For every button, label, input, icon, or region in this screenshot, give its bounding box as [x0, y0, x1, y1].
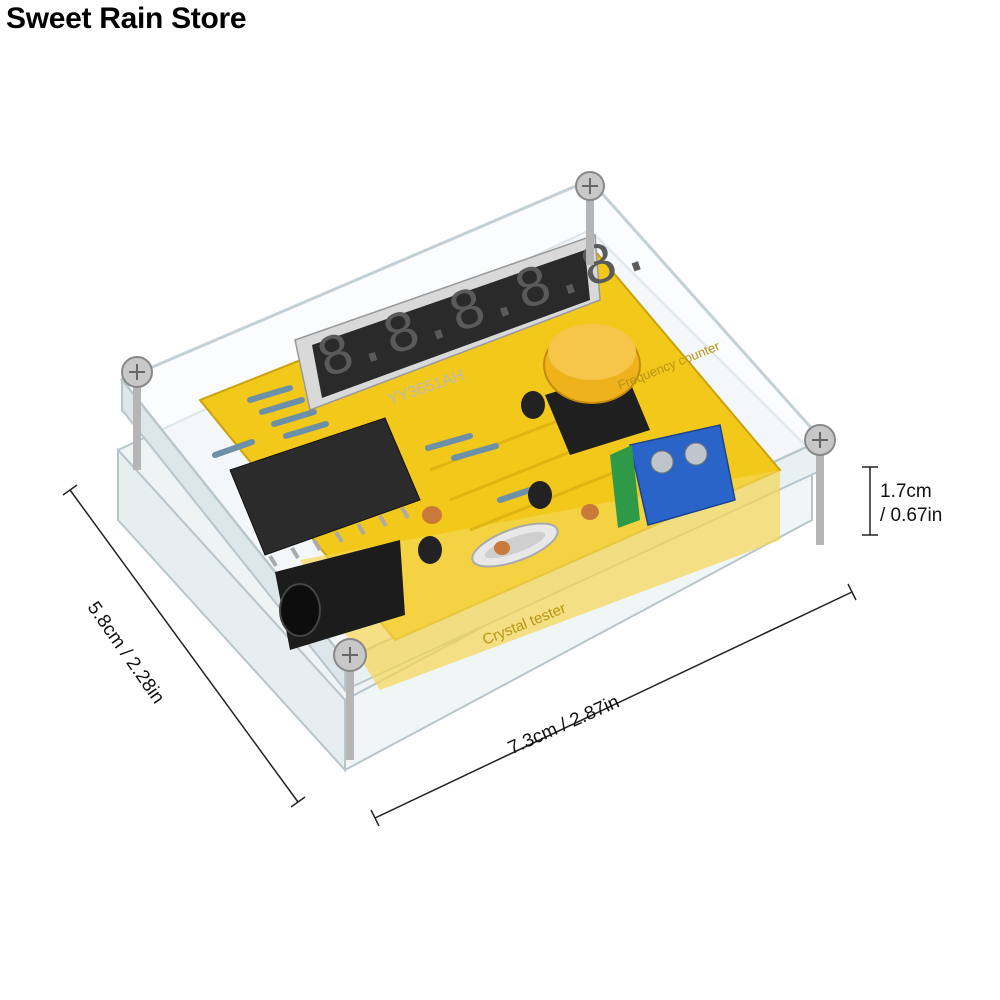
screw-back [575, 171, 605, 265]
store-title: Sweet Rain Store [6, 2, 247, 35]
screw-left [121, 356, 153, 470]
screws [121, 171, 836, 760]
height-dimension-label: 1.7cm / 0.67in [880, 480, 942, 528]
height-cm: 1.7cm [880, 481, 932, 502]
resistors [212, 385, 533, 503]
height-in: / 0.67in [880, 505, 943, 526]
screw-front [333, 638, 367, 760]
capacitors [422, 504, 599, 555]
height-dimension-line [862, 466, 878, 536]
depth-dimension-line [62, 484, 306, 808]
width-dimension-line [370, 583, 857, 827]
terminal-block [610, 424, 736, 528]
transistors [418, 391, 552, 564]
dc-power-jack [275, 540, 405, 650]
push-button [543, 324, 650, 455]
ic-chip [229, 417, 421, 568]
jumper [610, 445, 640, 528]
screw-right [804, 424, 836, 545]
